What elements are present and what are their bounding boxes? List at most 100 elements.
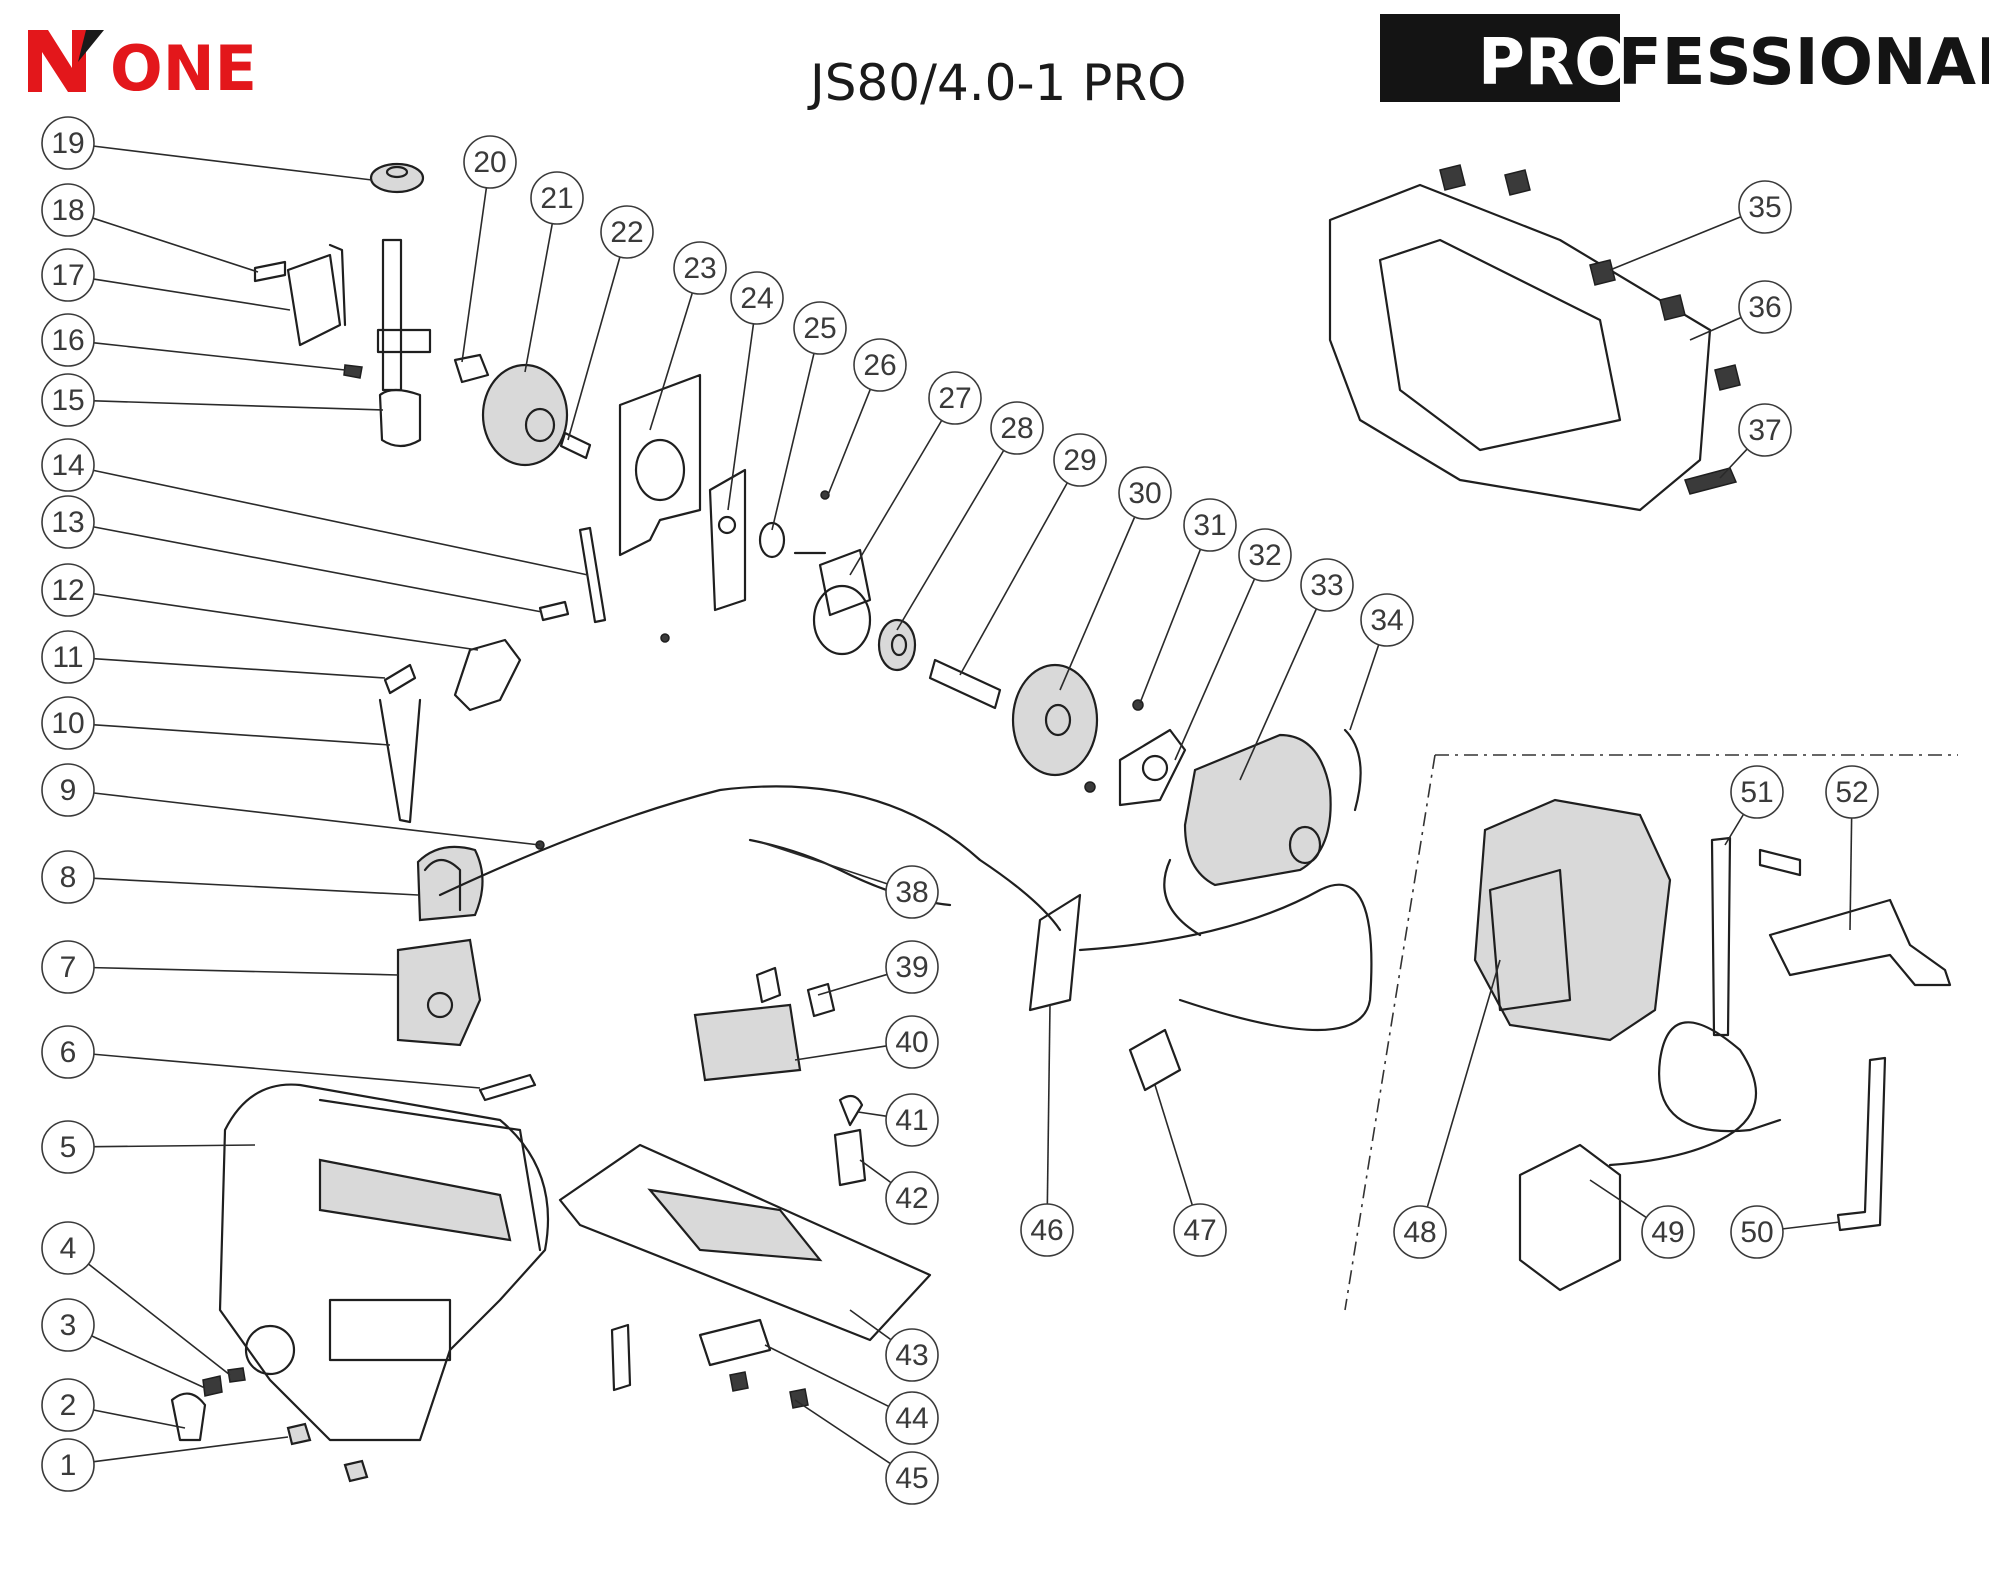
- callout-number: 41: [895, 1104, 928, 1137]
- callout-circle-40: [885, 1015, 939, 1069]
- part-32-bore: [1141, 754, 1169, 782]
- leader-line-15: [93, 400, 384, 411]
- leader-line-47: [1154, 1084, 1194, 1206]
- callout-circle-31: [1183, 498, 1237, 552]
- part-34-clip: [1343, 728, 1362, 812]
- callout-number: 14: [51, 449, 84, 482]
- callout-circle-4: [41, 1221, 95, 1275]
- callout-circle-19: [41, 116, 95, 170]
- leader-line-17: [93, 278, 291, 311]
- callout-circle-51: [1730, 765, 1784, 819]
- callout-number: 39: [895, 951, 928, 984]
- callout-circle-37: [1738, 403, 1792, 457]
- part-17-flange: [328, 243, 347, 327]
- part-27-crank-arm: [818, 548, 872, 617]
- callout-number: 34: [1370, 604, 1403, 637]
- part-35-screw-d: [1659, 294, 1686, 321]
- part-15-block: [376, 328, 432, 354]
- part-50-hex-key: [1836, 1056, 1887, 1232]
- part-15-shaft: [381, 238, 403, 392]
- leader-line-28: [896, 449, 1005, 631]
- leader-line-50: [1782, 1221, 1841, 1230]
- part-26-screw: [820, 490, 830, 500]
- part-28-bore: [890, 633, 908, 657]
- badge-black-block: [1380, 14, 1620, 102]
- part-8-holder: [416, 845, 484, 922]
- callout-number: 32: [1248, 539, 1281, 572]
- callout-circle-28: [990, 401, 1044, 455]
- part-20-bushing: [453, 353, 490, 384]
- callout-number: 12: [51, 574, 84, 607]
- leader-line-45: [794, 1399, 891, 1465]
- callout-number: 30: [1128, 477, 1161, 510]
- part-16-screw: [343, 364, 363, 379]
- leader-line-43: [849, 1309, 892, 1341]
- callout-number: 16: [51, 324, 84, 357]
- leader-line-21: [524, 223, 554, 373]
- badge-pro-text: PRO: [1478, 26, 1629, 100]
- callout-number: 6: [60, 1036, 77, 1069]
- part-15-base: [378, 388, 422, 448]
- leader-line-10: [93, 723, 391, 746]
- leader-line-12: [93, 592, 479, 651]
- part-32-mount: [1118, 728, 1187, 807]
- leader-line-51: [1724, 813, 1745, 846]
- leader-line-22: [567, 256, 621, 441]
- professional-badge: PRO FESSIONAL: [1380, 14, 1989, 102]
- part-46-terminal: [1028, 893, 1082, 1012]
- part-1-nut: [286, 1422, 312, 1446]
- callout-circle-14: [41, 438, 95, 492]
- leader-line-29: [959, 482, 1069, 676]
- part-44-plate: [698, 1318, 772, 1367]
- leader-line-7: [93, 966, 399, 976]
- leader-line-48: [1426, 959, 1501, 1208]
- callout-number: 1: [60, 1449, 77, 1482]
- leader-line-44: [764, 1344, 890, 1408]
- part-31-screw: [1132, 699, 1144, 711]
- callout-circle-12: [41, 563, 95, 617]
- part-23-plate: [618, 373, 702, 557]
- part-25-washer: [758, 521, 786, 559]
- callout-circle-48: [1393, 1205, 1447, 1259]
- callout-circle-24: [730, 271, 784, 325]
- leader-line-30: [1059, 516, 1136, 691]
- callout-circle-6: [41, 1025, 95, 1079]
- leader-line-42: [859, 1159, 892, 1184]
- callout-number: 35: [1748, 191, 1781, 224]
- part-49-charger: [1518, 1143, 1622, 1292]
- leader-line-14: [93, 469, 589, 576]
- callout-number: 46: [1030, 1214, 1063, 1247]
- page-title: JS80/4.0-1 PRO: [807, 54, 1186, 112]
- part-21-gear: [481, 363, 569, 467]
- part-35-screw-b: [1504, 169, 1531, 196]
- callout-number: 52: [1835, 776, 1868, 809]
- callout-circle-7: [41, 940, 95, 994]
- part-4-screw: [227, 1367, 246, 1383]
- leader-line-18: [92, 217, 259, 273]
- brand-word: ONE: [110, 32, 257, 105]
- part-5-handle-top: [318, 1098, 542, 1252]
- part-49-cord: [1608, 1021, 1782, 1167]
- leader-line-38: [759, 841, 888, 885]
- part-18-plate: [253, 260, 287, 283]
- leader-line-36: [1689, 316, 1742, 341]
- callout-circle-39: [885, 940, 939, 994]
- part-43-insert: [647, 1188, 823, 1262]
- callout-circle-26: [853, 338, 907, 392]
- callout-number: 38: [895, 876, 928, 909]
- callout-number: 36: [1748, 291, 1781, 324]
- callout-number: 2: [60, 1389, 77, 1422]
- callout-circle-16: [41, 313, 95, 367]
- callout-circle-9: [41, 763, 95, 817]
- callout-number: 43: [895, 1339, 928, 1372]
- part-39-sleeve-a: [755, 966, 782, 1004]
- logo-n-accent: [78, 30, 104, 62]
- callout-circle-38: [885, 865, 939, 919]
- callout-circle-21: [530, 171, 584, 225]
- leader-line-1: [93, 1436, 289, 1463]
- callout-number: 15: [51, 384, 84, 417]
- part-46-cable-b: [1078, 883, 1373, 1032]
- callout-number: 51: [1740, 776, 1773, 809]
- part-52-tab: [1758, 848, 1802, 877]
